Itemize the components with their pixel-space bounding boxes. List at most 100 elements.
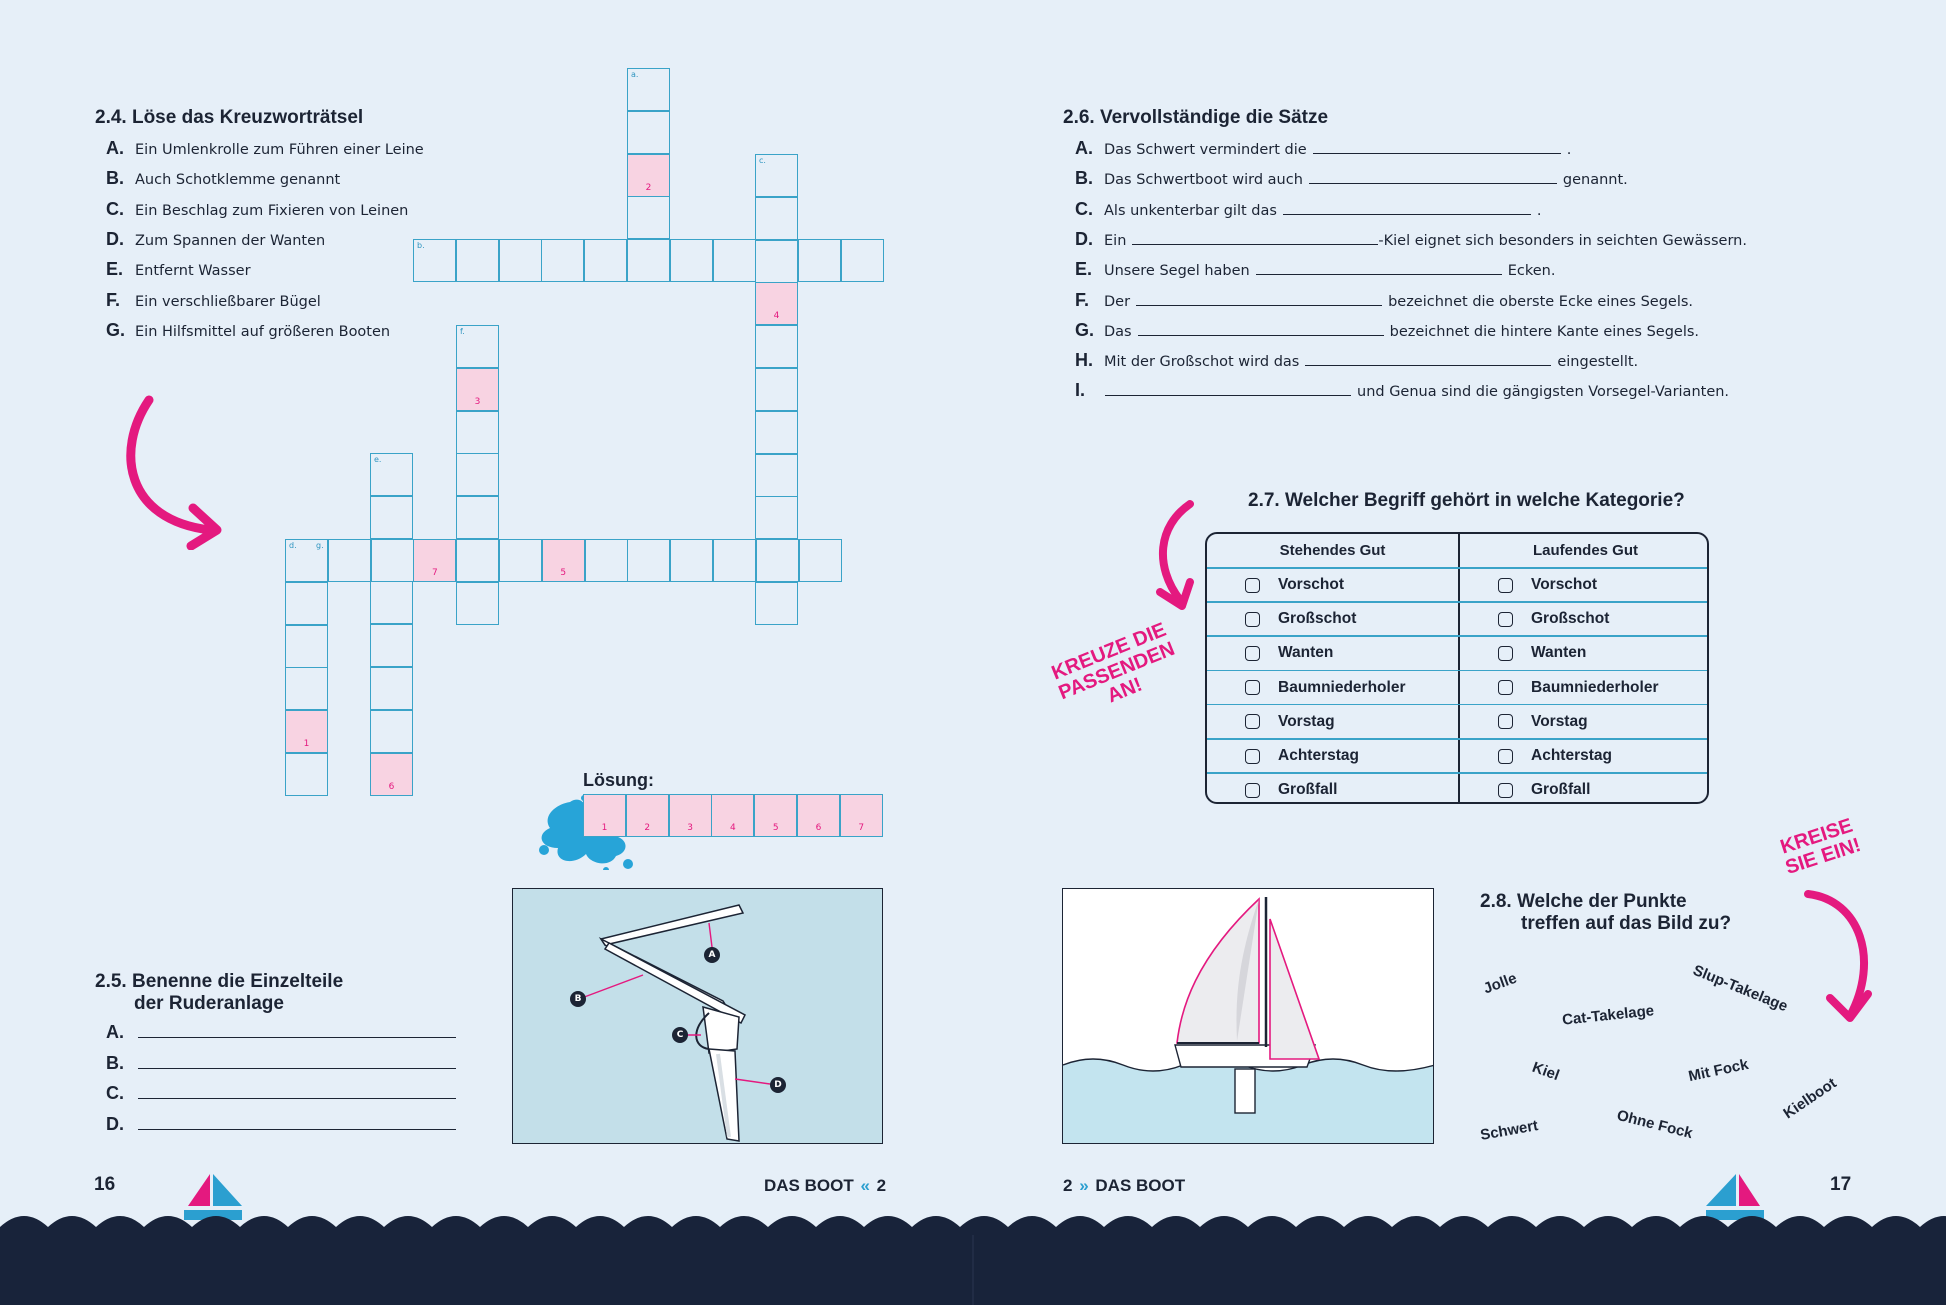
solution-cell[interactable]: 4 <box>711 794 755 837</box>
answer-blank[interactable] <box>138 1023 456 1038</box>
table-option-laufend[interactable]: Großschot <box>1498 602 1609 636</box>
word-jolle[interactable]: Jolle <box>1481 969 1520 998</box>
checkbox[interactable] <box>1245 577 1260 593</box>
table-option-stehend[interactable]: Vorstag <box>1245 705 1335 739</box>
checkbox[interactable] <box>1498 748 1513 764</box>
crossword-cell[interactable] <box>755 582 798 625</box>
word-ohne-fock[interactable]: Ohne Fock <box>1615 1106 1695 1143</box>
solution-cell[interactable]: 5 <box>754 794 798 837</box>
crossword-cell[interactable] <box>370 667 413 710</box>
crossword-cell[interactable] <box>285 581 328 625</box>
sentence-blank[interactable] <box>1312 139 1561 154</box>
crossword-cell[interactable] <box>370 581 413 625</box>
crossword-cell[interactable] <box>755 196 798 240</box>
table-option-laufend[interactable]: Achterstag <box>1498 739 1612 773</box>
crossword-cell[interactable]: 2 <box>627 153 670 197</box>
crossword-cell[interactable] <box>370 495 413 539</box>
answer-blank[interactable] <box>138 1115 456 1130</box>
crossword-cell[interactable] <box>798 539 842 582</box>
crossword-cell[interactable]: 6 <box>370 752 413 796</box>
table-option-stehend[interactable]: Großfall <box>1245 773 1337 802</box>
checkbox[interactable] <box>1498 782 1513 798</box>
crossword-cell[interactable] <box>755 368 798 411</box>
solution-cell[interactable]: 2 <box>625 794 669 837</box>
crossword-cell[interactable] <box>755 453 798 497</box>
crossword-cell[interactable] <box>755 239 798 283</box>
crossword-cell[interactable] <box>627 539 671 582</box>
solution-cell[interactable]: 3 <box>668 794 712 837</box>
crossword-cell[interactable]: 5 <box>541 539 585 582</box>
checkbox[interactable] <box>1245 645 1260 661</box>
crossword-cell[interactable]: e. <box>370 453 413 496</box>
crossword-cell[interactable] <box>755 539 799 582</box>
sentence-blank[interactable] <box>1255 260 1502 276</box>
solution-cell[interactable]: 6 <box>797 794 840 837</box>
table-option-stehend[interactable]: Großschot <box>1245 602 1356 636</box>
sentence-blank[interactable] <box>1137 321 1384 336</box>
crossword-cell[interactable] <box>456 496 499 540</box>
crossword-cell[interactable] <box>584 539 628 582</box>
crossword-cell[interactable]: b. <box>413 239 456 282</box>
crossword-cell[interactable] <box>713 539 756 582</box>
sentence-blank[interactable] <box>1282 200 1531 215</box>
table-option-stehend[interactable]: Vorschot <box>1245 568 1344 602</box>
checkbox[interactable] <box>1498 680 1513 696</box>
crossword-cell[interactable] <box>755 496 798 540</box>
sentence-blank[interactable] <box>1136 291 1383 306</box>
crossword-cell[interactable]: d.g. <box>285 539 328 582</box>
checkbox[interactable] <box>1498 645 1513 661</box>
word-schwert[interactable]: Schwert <box>1478 1117 1540 1144</box>
solution-cell[interactable]: 1 <box>583 794 626 837</box>
word-kiel[interactable]: Kiel <box>1529 1058 1562 1085</box>
crossword-cell[interactable] <box>627 239 670 283</box>
crossword-cell[interactable] <box>456 581 499 625</box>
crossword-cell[interactable]: 1 <box>285 710 328 754</box>
table-option-laufend[interactable]: Vorschot <box>1498 568 1597 602</box>
checkbox[interactable] <box>1498 611 1513 627</box>
answer-blank[interactable] <box>138 1084 456 1099</box>
crossword-cell[interactable] <box>627 196 670 240</box>
crossword-cell[interactable]: a. <box>627 68 670 111</box>
sentence-blank[interactable] <box>1105 381 1351 397</box>
solution-cell[interactable]: 7 <box>839 794 883 837</box>
table-option-laufend[interactable]: Großfall <box>1498 773 1590 802</box>
crossword-cell[interactable] <box>755 410 798 454</box>
checkbox[interactable] <box>1245 714 1260 730</box>
word-slup-takelage[interactable]: Slup-Takelage <box>1690 961 1791 1016</box>
crossword-cell[interactable] <box>327 539 371 582</box>
crossword-cell[interactable]: c. <box>755 154 798 197</box>
checkbox[interactable] <box>1498 714 1513 730</box>
table-option-stehend[interactable]: Wanten <box>1245 636 1333 670</box>
table-option-stehend[interactable]: Baumniederholer <box>1245 671 1405 705</box>
checkbox[interactable] <box>1245 748 1260 764</box>
table-option-stehend[interactable]: Achterstag <box>1245 739 1359 773</box>
crossword-cell[interactable] <box>370 624 413 668</box>
crossword-cell[interactable] <box>456 539 499 582</box>
crossword-cell[interactable] <box>285 753 328 796</box>
checkbox[interactable] <box>1245 782 1260 798</box>
crossword-cell[interactable] <box>712 239 756 282</box>
word-kielboot[interactable]: Kielboot <box>1780 1074 1840 1123</box>
crossword-cell[interactable] <box>370 539 414 582</box>
crossword-cell[interactable] <box>841 239 884 282</box>
table-option-laufend[interactable]: Vorstag <box>1498 705 1588 739</box>
crossword-cell[interactable] <box>669 239 713 282</box>
crossword-cell[interactable] <box>370 709 413 753</box>
crossword-cell[interactable] <box>285 667 328 711</box>
crossword-cell[interactable] <box>456 410 499 454</box>
crossword-cell[interactable] <box>670 539 714 582</box>
answer-blank[interactable] <box>138 1054 456 1069</box>
crossword-cell[interactable] <box>584 239 628 282</box>
checkbox[interactable] <box>1498 577 1513 593</box>
table-option-laufend[interactable]: Wanten <box>1498 636 1586 670</box>
crossword-cell[interactable]: 3 <box>456 367 499 411</box>
crossword-cell[interactable] <box>285 624 328 668</box>
crossword-cell[interactable] <box>755 325 798 369</box>
crossword-cell[interactable] <box>627 110 670 154</box>
sentence-blank[interactable] <box>1132 230 1379 245</box>
crossword-cell[interactable] <box>798 239 842 282</box>
checkbox[interactable] <box>1245 680 1260 696</box>
crossword-cell[interactable] <box>541 239 585 282</box>
crossword-cell[interactable]: 4 <box>755 282 798 326</box>
crossword-cell[interactable] <box>499 539 542 582</box>
